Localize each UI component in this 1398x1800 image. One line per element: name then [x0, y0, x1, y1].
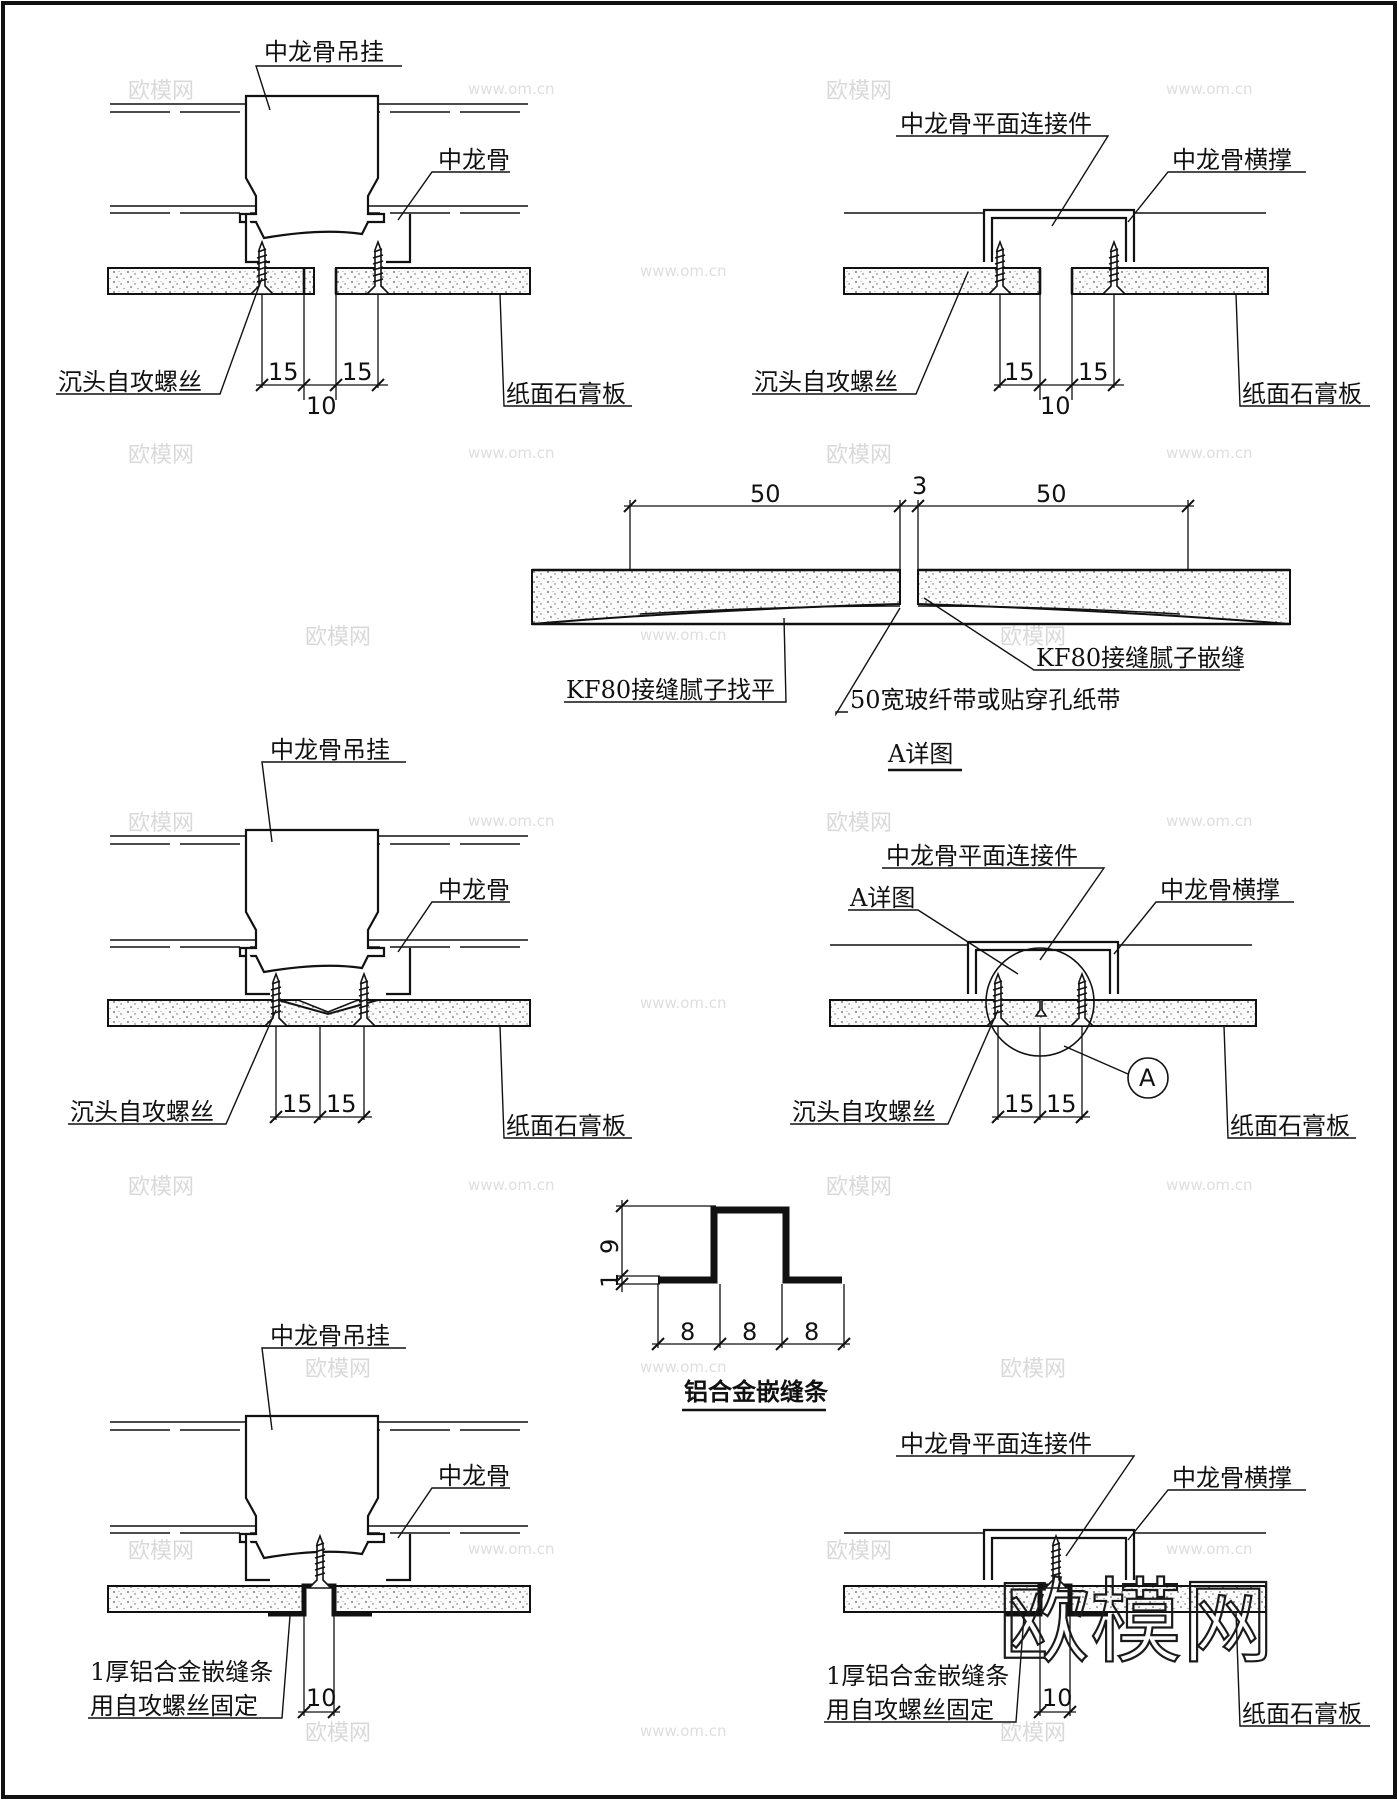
- svg-text:欧模网: 欧模网: [826, 811, 892, 836]
- label-tape: 50宽玻纤带或贴穿孔纸带: [850, 686, 1121, 714]
- svg-text:欧模网: 欧模网: [305, 1357, 371, 1382]
- detail-a-joint-tape: 50 50 3 KF80接缝腻子找平 50宽玻纤带或贴穿孔纸带 KF80接缝腻子…: [531, 472, 1291, 772]
- label-screw: 沉头自攻螺丝: [70, 1098, 214, 1126]
- label-strip-note-2: 用自攻螺丝固定: [90, 1692, 258, 1720]
- dim-15-left: 15: [1004, 358, 1035, 386]
- title-aluminum-strip: 铝合金嵌缝条: [684, 1377, 829, 1406]
- label-gypsum-board: 纸面石膏板: [1242, 380, 1362, 408]
- svg-text:欧模网: 欧模网: [128, 79, 194, 104]
- dim-15-left: 15: [1004, 1090, 1035, 1118]
- svg-text:www.om.cn: www.om.cn: [640, 262, 727, 280]
- dim-15-right: 15: [342, 358, 373, 386]
- dim-15-left: 15: [282, 1090, 313, 1118]
- svg-text:www.om.cn: www.om.cn: [1166, 1540, 1253, 1558]
- label-gypsum-board: 纸面石膏板: [1242, 1700, 1362, 1728]
- label-main-keel: 中龙骨: [438, 876, 510, 904]
- dim-8-a: 8: [680, 1318, 695, 1346]
- svg-text:www.om.cn: www.om.cn: [1166, 1176, 1253, 1194]
- title-detail-a: A详图: [887, 740, 953, 768]
- label-strip-note-1: 1厚铝合金嵌缝条: [826, 1662, 1009, 1690]
- svg-text:欧模网: 欧模网: [1000, 1357, 1066, 1382]
- dim-8-b: 8: [742, 1318, 757, 1346]
- dim-50-right: 50: [1036, 480, 1067, 508]
- dim-3: 3: [912, 472, 927, 500]
- label-connector: 中龙骨平面连接件: [900, 110, 1092, 138]
- dim-15-right: 15: [326, 1090, 357, 1118]
- label-gypsum-board: 纸面石膏板: [1230, 1112, 1350, 1140]
- label-screw: 沉头自攻螺丝: [754, 368, 898, 396]
- svg-text:www.om.cn: www.om.cn: [468, 80, 555, 98]
- svg-text:欧模网: 欧模网: [826, 443, 892, 468]
- svg-text:www.om.cn: www.om.cn: [468, 1540, 555, 1558]
- svg-text:www.om.cn: www.om.cn: [1166, 812, 1253, 830]
- svg-text:www.om.cn: www.om.cn: [640, 626, 727, 644]
- dim-15-right: 15: [1046, 1090, 1077, 1118]
- label-screw: 沉头自攻螺丝: [58, 368, 202, 396]
- label-connector: 中龙骨平面连接件: [886, 842, 1078, 870]
- detail-5-strip-hanger: 10 中龙骨吊挂 中龙骨 1厚铝合金嵌缝条 用自攻螺丝固定: [88, 1322, 531, 1720]
- svg-text:www.om.cn: www.om.cn: [468, 812, 555, 830]
- svg-text:www.om.cn: www.om.cn: [1166, 444, 1253, 462]
- dim-15-left: 15: [268, 358, 299, 386]
- dim-8-c: 8: [804, 1318, 819, 1346]
- label-kf80-fill: KF80接缝腻子嵌缝: [1036, 644, 1245, 672]
- label-crossbar: 中龙骨横撑: [1172, 146, 1292, 174]
- svg-text:欧模网: 欧模网: [128, 1539, 194, 1564]
- dim-50-left: 50: [750, 480, 781, 508]
- watermark-layer: 欧模网 欧模网 欧模网 欧模网 欧模网 欧模网 欧模网 欧模网 欧模网 欧模网 …: [128, 79, 1253, 1746]
- label-screw: 沉头自攻螺丝: [792, 1098, 936, 1126]
- label-main-keel: 中龙骨: [438, 146, 510, 174]
- dim-10: 10: [1042, 1684, 1073, 1712]
- svg-text:www.om.cn: www.om.cn: [640, 1722, 727, 1740]
- label-detail-a-ref: A详图: [849, 884, 915, 912]
- label-strip-note-1: 1厚铝合金嵌缝条: [90, 1658, 273, 1686]
- label-connector: 中龙骨平面连接件: [900, 1430, 1092, 1458]
- dim-15-right: 15: [1078, 358, 1109, 386]
- svg-text:欧模网: 欧模网: [305, 625, 371, 650]
- dim-10: 10: [306, 1684, 337, 1712]
- label-main-hanger: 中龙骨吊挂: [270, 1322, 390, 1350]
- svg-text:www.om.cn: www.om.cn: [468, 444, 555, 462]
- label-main-hanger: 中龙骨吊挂: [270, 736, 390, 764]
- detail-3-v-joint-hanger: 15 15 中龙骨吊挂 中龙骨 沉头自攻螺丝 纸面石膏板: [68, 736, 632, 1140]
- svg-text:www.om.cn: www.om.cn: [640, 994, 727, 1012]
- svg-text:欧模网: 欧模网: [128, 443, 194, 468]
- svg-text:欧模网: 欧模网: [826, 1539, 892, 1564]
- label-strip-note-2: 用自攻螺丝固定: [826, 1696, 994, 1724]
- detail-4-v-joint-connector: A 15 15 中龙骨平面连接件 A详图 中龙骨横撑 沉头自攻螺丝 纸面石膏板: [790, 842, 1356, 1140]
- svg-text:欧模网: 欧模网: [128, 811, 194, 836]
- svg-text:欧模网: 欧模网: [826, 79, 892, 104]
- dim-10: 10: [306, 392, 337, 420]
- detail-6-strip-connector: 10 中龙骨平面连接件 中龙骨横撑 1厚铝合金嵌缝条 用自攻螺丝固定 纸面石膏板: [824, 1430, 1370, 1728]
- aluminum-strip-profile: 9 1 8 8 8 铝合金嵌缝条: [596, 1199, 851, 1412]
- svg-text:欧模网: 欧模网: [305, 1721, 371, 1746]
- label-main-hanger: 中龙骨吊挂: [264, 38, 384, 66]
- label-gypsum-board: 纸面石膏板: [506, 380, 626, 408]
- label-crossbar: 中龙骨横撑: [1160, 876, 1280, 904]
- label-kf80-level: KF80接缝腻子找平: [566, 676, 775, 704]
- detail-1-butt-joint-hanger: 15 15 10 中龙骨吊挂 中龙骨 沉头自攻螺丝 纸面石膏板: [56, 38, 632, 420]
- svg-text:www.om.cn: www.om.cn: [1166, 80, 1253, 98]
- svg-text:www.om.cn: www.om.cn: [468, 1176, 555, 1194]
- watermark-logo: 欧模网: [998, 1569, 1274, 1676]
- svg-text:欧模网: 欧模网: [826, 1175, 892, 1200]
- dim-9: 9: [596, 1239, 624, 1254]
- detail-2-butt-joint-connector: 15 15 10 中龙骨平面连接件 中龙骨横撑 沉头自攻螺丝 纸面石膏板: [752, 110, 1370, 420]
- callout-a: A: [1139, 1064, 1156, 1092]
- svg-text:www.om.cn: www.om.cn: [640, 1358, 727, 1376]
- svg-text:欧模网: 欧模网: [1000, 625, 1066, 650]
- svg-text:欧模网: 欧模网: [128, 1175, 194, 1200]
- dim-10: 10: [1040, 392, 1071, 420]
- dim-1: 1: [596, 1273, 624, 1288]
- svg-text:欧模网: 欧模网: [1000, 1721, 1066, 1746]
- label-crossbar: 中龙骨横撑: [1172, 1464, 1292, 1492]
- label-main-keel: 中龙骨: [438, 1462, 510, 1490]
- label-gypsum-board: 纸面石膏板: [506, 1112, 626, 1140]
